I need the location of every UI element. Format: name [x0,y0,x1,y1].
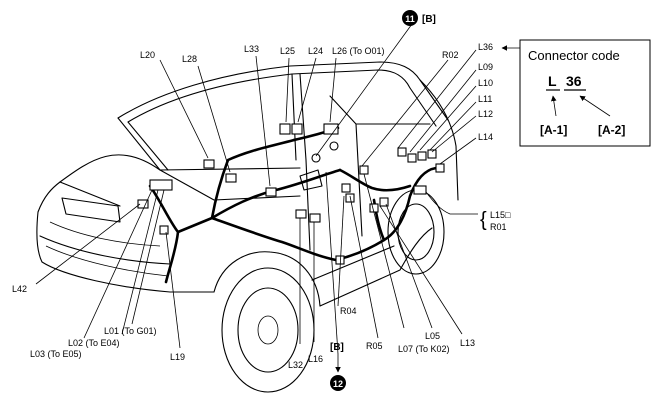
legend-part-a1: [A-1] [540,123,567,137]
connector-code-legend: Connector code L 36 [A-1] [A-2] [501,39,651,147]
label-l42: L42 [12,284,27,294]
label-r05: R05 [366,341,383,351]
label-l28: L28 [182,54,197,64]
label-l19: L19 [170,352,185,362]
label-l11: L11 [478,94,492,104]
label-l16: L16 [308,354,323,364]
label-r02: R02 [442,50,459,60]
label-l12: L12 [478,109,493,119]
legend-part-a2: [A-2] [598,123,625,137]
connectors [137,123,445,265]
ref-text-top: [B] [422,14,436,25]
label-l20: L20 [140,50,155,60]
label-l26: L26 (To O01) [332,46,385,56]
label-r04: R04 [340,306,357,316]
legend-code-letter: L [548,73,557,89]
label-l25: L25 [280,46,295,56]
connector-l42-cluster [149,179,173,191]
legend-code-number: 36 [566,73,582,89]
ref-number-11: 11 [405,14,415,24]
label-l03: L03 (To E05) [30,349,82,359]
ref-text-bottom: [B] [330,342,344,353]
connector-labels: L20 L28 L33 L25 L24 L26 (To O01) R02 L36… [12,42,511,370]
label-l13: L13 [460,338,475,348]
legend-title: Connector code [528,48,620,63]
brace-glyph: { [480,209,487,231]
wiring-harness [148,126,438,284]
leader-lines [35,23,478,355]
label-l09: L09 [478,62,493,72]
label-l05: L05 [425,331,440,341]
label-l07: L07 (To K02) [398,344,450,354]
label-l14: L14 [478,132,493,142]
reference-marker-top: 11 [B] [402,10,436,26]
label-l36: L36 [478,42,493,52]
label-l32: L32 [288,360,303,370]
label-l01: L01 (To G01) [104,326,157,336]
reference-marker-bottom: [B] 12 [330,342,346,391]
label-l24: L24 [308,46,323,56]
label-l33: L33 [244,44,259,54]
label-l10: L10 [478,78,493,88]
label-r01: R01 [490,222,507,232]
label-l15: L15□ [490,210,511,220]
label-l02: L02 (To E04) [68,338,120,348]
ref-number-12: 12 [333,379,343,389]
